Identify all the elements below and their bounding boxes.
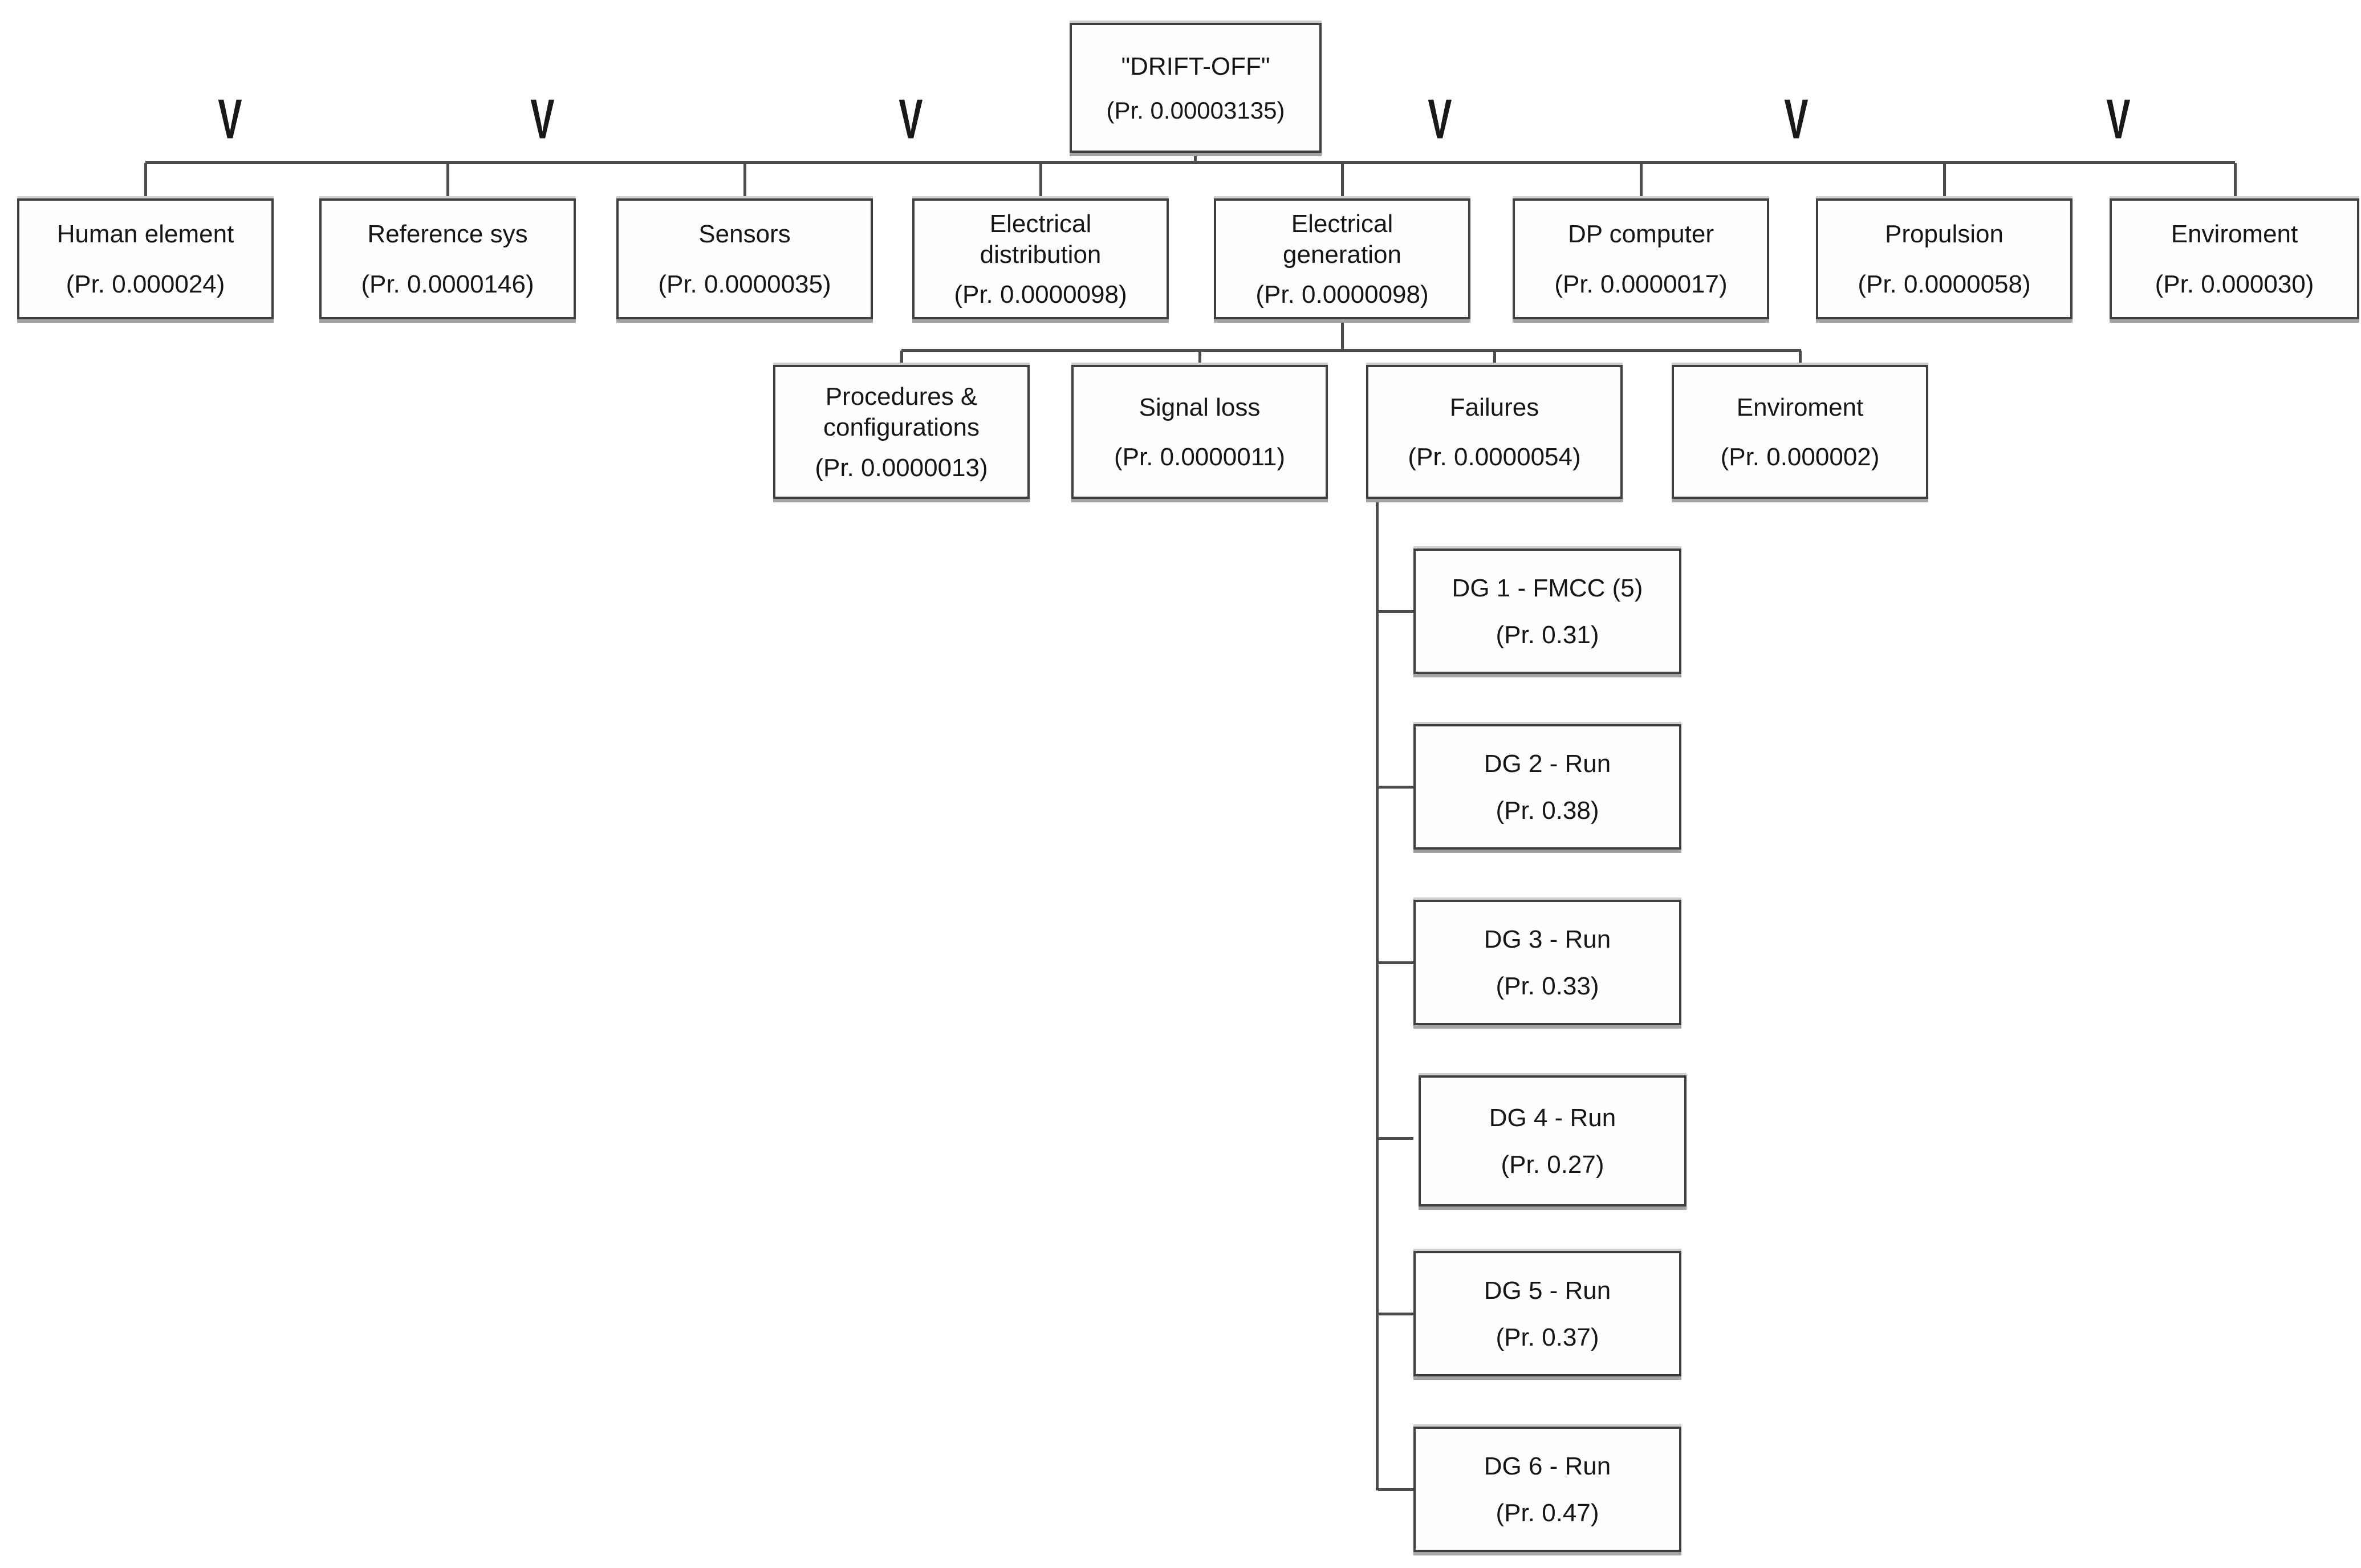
- node-label: DP computer: [1568, 220, 1714, 249]
- dg5-node: DG 5 - Run (Pr. 0.37): [1413, 1251, 1681, 1376]
- node-probability: (Pr. 0.0000054): [1408, 443, 1581, 472]
- dg6-node: DG 6 - Run (Pr. 0.47): [1413, 1427, 1681, 1552]
- connector-drop-failures: [1493, 351, 1496, 365]
- connector-electrical-generation-down: [1341, 319, 1344, 350]
- connector-busbar-level1: [145, 161, 2235, 164]
- node-label: Failures: [1449, 393, 1539, 421]
- node-label: Enviroment: [2171, 220, 2298, 249]
- node-probability: (Pr. 0.000024): [66, 270, 225, 298]
- node-probability: (Pr. 0.000030): [2155, 270, 2314, 298]
- node-probability: (Pr. 0.0000098): [954, 280, 1127, 308]
- connector-drop-signal-loss: [1198, 351, 1201, 365]
- connector-drop-enviroment-2: [1799, 351, 1802, 365]
- connector-stub-dg2: [1378, 786, 1413, 789]
- node-probability: (Pr. 0.0000013): [815, 454, 988, 482]
- connector-stub-dg3: [1378, 961, 1413, 964]
- node-label: Procedures & configurations: [823, 382, 980, 441]
- dg3-node: DG 3 - Run (Pr. 0.33): [1413, 900, 1681, 1025]
- or-gate-symbol-6: V: [2106, 87, 2131, 151]
- enviroment-2-node: Enviroment (Pr. 0.000002): [1672, 365, 1928, 499]
- node-label: DG 6 - Run: [1484, 1452, 1611, 1481]
- node-probability: (Pr. 0.47): [1496, 1498, 1599, 1527]
- dg2-node: DG 2 - Run (Pr. 0.38): [1413, 724, 1681, 850]
- connector-stub-dg6: [1378, 1488, 1413, 1491]
- node-probability: (Pr. 0.38): [1496, 796, 1599, 824]
- enviroment-node: Enviroment (Pr. 0.000030): [2110, 198, 2359, 319]
- connector-drop-sensors: [743, 163, 746, 198]
- drift-off-node: "DRIFT-OFF" (Pr. 0.00003135): [1070, 23, 1322, 153]
- node-probability: (Pr. 0.0000017): [1554, 270, 1728, 298]
- dg4-node: DG 4 - Run (Pr. 0.27): [1419, 1075, 1687, 1207]
- dg1-node: DG 1 - FMCC (5) (Pr. 0.31): [1413, 549, 1681, 674]
- electrical-distribution-node: Electrical distribution (Pr. 0.0000098): [912, 198, 1169, 319]
- failures-node: Failures (Pr. 0.0000054): [1366, 365, 1623, 499]
- node-label: Electrical generation: [1283, 210, 1401, 269]
- connector-stub-dg1: [1378, 610, 1413, 613]
- connector-busbar-level2: [901, 349, 1801, 352]
- connector-drop-dp-computer: [1640, 163, 1643, 198]
- node-label: Reference sys: [367, 220, 528, 249]
- node-label: DG 4 - Run: [1489, 1104, 1616, 1132]
- propulsion-node: Propulsion (Pr. 0.0000058): [1816, 198, 2073, 319]
- node-label: Enviroment: [1736, 393, 1864, 421]
- connector-root-drop: [1194, 151, 1197, 163]
- node-probability: (Pr. 0.33): [1496, 972, 1599, 1000]
- node-label: DG 3 - Run: [1484, 925, 1611, 954]
- node-probability: (Pr. 0.00003135): [1106, 96, 1285, 124]
- or-gate-symbol-2: V: [530, 87, 555, 151]
- connector-drop-propulsion: [1943, 163, 1946, 198]
- connector-stub-dg4: [1378, 1137, 1413, 1140]
- sensors-node: Sensors (Pr. 0.0000035): [616, 198, 873, 319]
- electrical-generation-node: Electrical generation (Pr. 0.0000098): [1214, 198, 1470, 319]
- node-probability: (Pr. 0.0000098): [1255, 280, 1429, 308]
- or-gate-symbol-3: V: [899, 87, 923, 151]
- node-label: Human element: [56, 220, 234, 249]
- connector-drop-human-element: [144, 163, 147, 198]
- node-label: "DRIFT-OFF": [1121, 52, 1270, 81]
- node-label: DG 1 - FMCC (5): [1452, 574, 1643, 603]
- node-probability: (Pr. 0.31): [1496, 620, 1599, 649]
- or-gate-symbol-5: V: [1784, 87, 1809, 151]
- reference-sys-node: Reference sys (Pr. 0.0000146): [319, 198, 576, 319]
- node-label: DG 2 - Run: [1484, 750, 1611, 778]
- human-element-node: Human element (Pr. 0.000024): [17, 198, 274, 319]
- node-label: DG 5 - Run: [1484, 1277, 1611, 1305]
- node-label: Sensors: [698, 220, 791, 249]
- connector-drop-electrical-distribution: [1039, 163, 1042, 198]
- procedures-configurations-node: Procedures & configurations (Pr. 0.00000…: [773, 365, 1030, 499]
- or-gate-symbol-4: V: [1428, 87, 1452, 151]
- node-probability: (Pr. 0.0000146): [361, 270, 534, 298]
- signal-loss-node: Signal loss (Pr. 0.0000011): [1071, 365, 1328, 499]
- node-probability: (Pr. 0.37): [1496, 1323, 1599, 1351]
- node-probability: (Pr. 0.0000058): [1858, 270, 2031, 298]
- dp-computer-node: DP computer (Pr. 0.0000017): [1513, 198, 1769, 319]
- node-probability: (Pr. 0.27): [1501, 1150, 1604, 1179]
- connector-drop-procedures: [900, 351, 903, 365]
- connector-drop-enviroment: [2234, 163, 2237, 198]
- node-probability: (Pr. 0.0000011): [1114, 443, 1286, 472]
- connector-drop-reference-sys: [446, 163, 449, 198]
- node-label: Signal loss: [1139, 393, 1261, 421]
- node-label: Electrical distribution: [980, 210, 1102, 269]
- connector-drop-electrical-generation: [1341, 163, 1344, 198]
- or-gate-symbol-1: V: [218, 87, 242, 151]
- connector-failures-trunk: [1376, 498, 1379, 1490]
- node-label: Propulsion: [1885, 220, 2004, 249]
- connector-stub-dg5: [1378, 1313, 1413, 1315]
- node-probability: (Pr. 0.0000035): [658, 270, 831, 298]
- node-probability: (Pr. 0.000002): [1720, 443, 1880, 472]
